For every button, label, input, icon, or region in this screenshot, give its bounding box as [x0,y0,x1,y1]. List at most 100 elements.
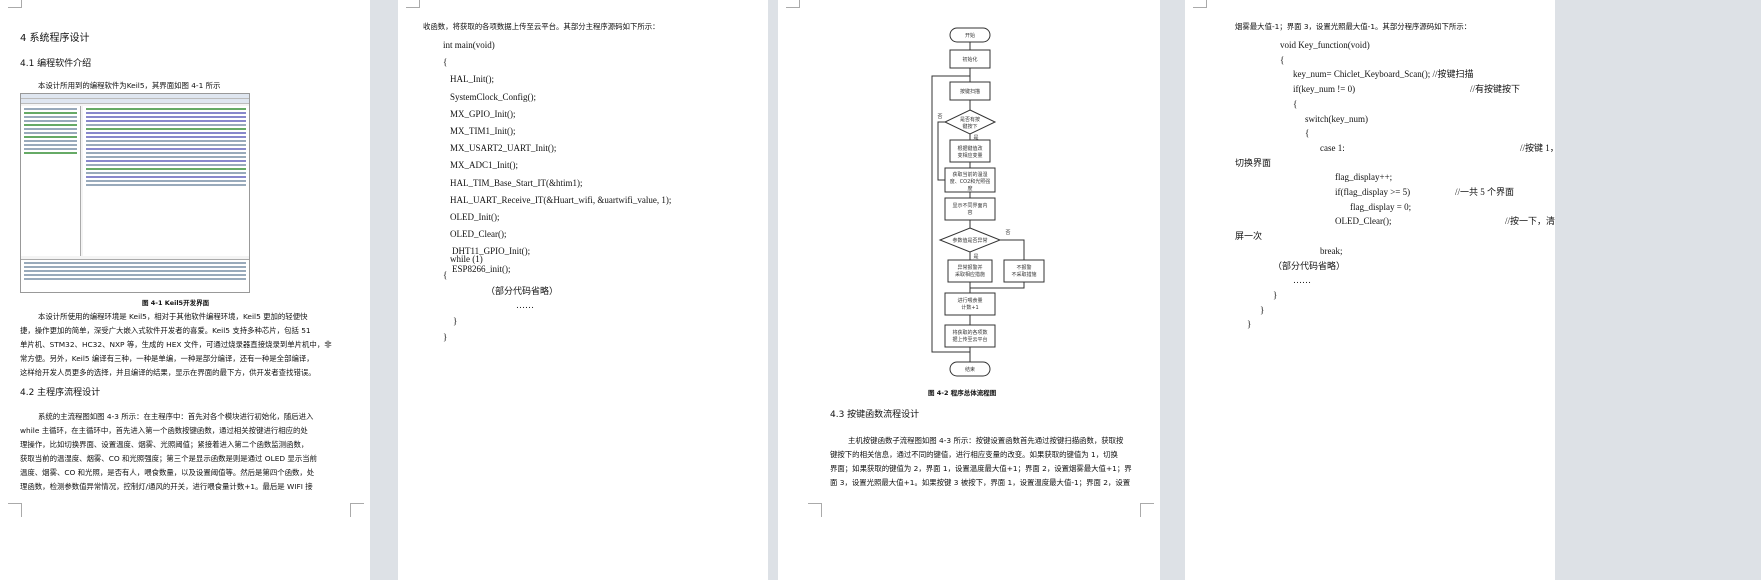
para2-line: 系统的主流程图如图 4-3 所示：在主程序中：首先对各个模块进行初始化，随后进入 [38,412,314,421]
flow-start-label: 开始 [965,32,975,39]
para2-line: 温度、烟雾、CO 和光照，是否有人，喂食数量，以及设置阈值等。然后是第四个函数，… [20,468,315,477]
flow-end-label: 结束 [965,366,975,373]
code-line: …… [1293,275,1311,286]
code-line: if(flag_display >= 5) [1335,187,1411,197]
code-line: { [1305,128,1310,139]
section-4-1-heading: 4.1 编程软件介绍 [20,59,92,69]
code-line: { [1280,54,1285,65]
flow-fetch-label: 度、CO2和光照强 [950,178,991,185]
code-line: HAL_Init(); [450,74,494,85]
code-line: key_num= Chiclet_Keyboard_Scan(); //按键扫描 [1293,69,1474,80]
code-line: { [443,57,448,68]
code-line: OLED_Clear(); [450,229,507,240]
code-line: （部分代码省略） [1273,260,1346,271]
code-line: //有按键按下 [1470,84,1521,95]
para1-line: 捷，操作更加的简单，深受广大嵌入式软件开发者的喜爱。Keil5 支持多种芯片，包… [20,326,311,335]
code-line: } [443,332,448,342]
code-line: break; [1320,245,1343,256]
flow-yes-label: 是 [973,254,978,260]
para1-line: 常方便。另外，Keil5 编译有三种，一种是单编，一种是部分编译，还有一种是全部… [20,354,314,363]
para1-line: 这样给开发人员更多的选择，并且编译的结果，显示在界面的最下方，供开发者查找错误。 [20,368,316,377]
code-line: while (1) [450,254,483,264]
code-line: { [1293,98,1298,109]
flow-alarm [947,259,993,283]
flow-noalarm-label: 不报警 [1016,264,1031,271]
para-line: 面 3，设置光照最大值+1。如果按键 3 被按下，界面 1，设置温度最大值-1；… [830,478,1131,487]
code-line: case 1: [1320,142,1345,153]
flow-abnormal-label: 参数值是否异常 [952,237,987,244]
code-line: //按键 1， [1520,142,1555,153]
page-3: 开始 初始化 按键扫描 是否有按 键按下 否 是 根据键值改 变相应变量 获取当… [778,0,1160,580]
para1-line: 本设计所使用的编程环境是 Keil5，相对于其他软件编程环境，Keil5 更加的… [38,312,308,321]
flow-noalarm [1003,259,1045,283]
flowchart: 开始 初始化 按键扫描 是否有按 键按下 否 是 根据键值改 变相应变量 获取当… [931,27,1045,377]
para2-line: 获取当前的温湿度、烟雾、CO 和光照强度；第三个是显示函数是则是通过 OLED … [20,454,317,463]
para2-line: while 主循环，在主循环中，首先进入第一个函数按键函数，通过相关按键进行相应… [20,426,308,435]
flow-main-loop [931,75,970,353]
code-line: 屏一次 [1235,231,1263,242]
flow-yes-label: 是 [973,135,978,141]
flow-count [944,292,996,316]
flow-fetch-label: 度 [967,185,972,192]
page-4: 烟雾最大值-1；界面 3，设置光照最大值-1。其部分程序源码如下所示： void… [1185,0,1555,580]
flow-scan-label: 按键扫描 [960,88,980,95]
flow-alarm-label: 采取相应措施 [955,271,985,278]
code-line: flag_display++; [1335,172,1393,183]
code-line: int main(void) [443,40,495,50]
code-line: MX_USART2_UART_Init(); [450,143,557,154]
flow-end [949,361,991,377]
para-line: 界面；如果获取的键值为 2，界面 1，设置温度最大值+1；界面 2，设置烟雾最大… [830,464,1132,473]
code-line: HAL_TIM_Base_Start_IT(&htim1); [450,177,583,188]
para1-line: 单片机、STM32、HC32、NXP 等，生成的 HEX 文件，可通过烧录器直接… [20,340,332,349]
intro-text: 本设计所用到的编程软件为Keil5，其界面如图 4-1 所示 [38,81,221,90]
figure-4-2-caption: 图 4-2 程序总体流程图 [928,389,997,397]
code-line: //按一下，清 [1505,216,1555,227]
flow-no-label: 否 [1005,230,1010,236]
flow-no-label: 否 [937,114,942,120]
page-1: 4 系统程序设计 4.1 编程软件介绍 本设计所用到的编程软件为Keil5，其界… [0,0,370,580]
keil-screenshot [20,93,250,293]
flow-noalarm-label: 不采取措施 [1011,271,1036,278]
page-2: 收函数，将获取的各项数据上传至云平台。其部分主程序源码如下所示： int mai… [398,0,768,580]
code-line: 切换界面 [1235,157,1272,168]
code-line: （部分代码省略） [486,286,559,296]
code-line: { [443,270,448,280]
flow-upload-label: 将获取的各项数 [952,329,987,336]
chapter-heading: 4 系统程序设计 [20,33,90,44]
para-line: 主机按键函数子流程图如图 4-3 所示：按键设置函数首先通过按键扫描函数，获取按 [848,436,1124,445]
code-line: switch(key_num) [1305,113,1368,124]
flow-fetch-label: 获取当前的温湿 [952,171,987,178]
lead-text: 收函数，将获取的各项数据上传至云平台。其部分主程序源码如下所示： [423,22,660,31]
flow-count-label: 进行喂食量 [957,297,982,304]
flow-key-q-label: 键按下 [962,123,977,130]
code-line: void Key_function(void) [1280,40,1370,50]
code-line: flag_display = 0; [1350,201,1412,212]
code-line: MX_TIM1_Init(); [450,126,516,136]
flow-key-q-label: 是否有按 [960,116,980,123]
para2-line: 理操作，比如切换界面、设置温度、烟雾、光照阈值；紧接着进入第二个函数监测函数， [20,440,309,449]
flow-change-label: 变相应变量 [957,152,982,159]
section-4-3-heading: 4.3 按键函数流程设计 [830,410,920,420]
code-line: MX_ADC1_Init(); [450,160,518,171]
flow-no-key-loop [937,121,945,181]
code-line: DHT11_GPIO_Init(); [452,246,531,257]
code-line: } [453,316,458,326]
section-4-2-heading: 4.2 主程序流程设计 [20,388,101,398]
para-line: 键按下的相关信息，通过不同的键值，进行相应变量的改变。如果获取的键值为 1，切换 [830,450,1118,459]
code-line: OLED_Init(); [450,212,500,222]
code-line: } [1260,304,1265,315]
code-line: HAL_UART_Receive_IT(&Huart_wifi, &uartwi… [450,194,672,205]
code-line: …… [516,300,534,310]
flow-init-label: 初始化 [962,56,977,63]
flow-display [944,197,996,221]
code-line: ESP8266_init(); [452,263,511,274]
code-line: MX_GPIO_Init(); [450,108,516,119]
flow-change-label: 根据键值改 [957,145,982,152]
lead-text: 烟雾最大值-1；界面 3，设置光照最大值-1。其部分程序源码如下所示： [1235,22,1472,31]
code-line: } [1273,289,1278,300]
figure-4-1-caption: 图 4-1 Keil5开发界面 [142,299,210,307]
flow-upload-label: 据上传至云平台 [952,336,987,343]
code-line: if(key_num != 0) [1293,84,1356,95]
flow-display-label: 容 [967,209,972,216]
para2-line: 理函数，检测参数值异常情况，控制灯/通风的开关，进行喂食量计数+1。最后是 WI… [20,482,313,491]
